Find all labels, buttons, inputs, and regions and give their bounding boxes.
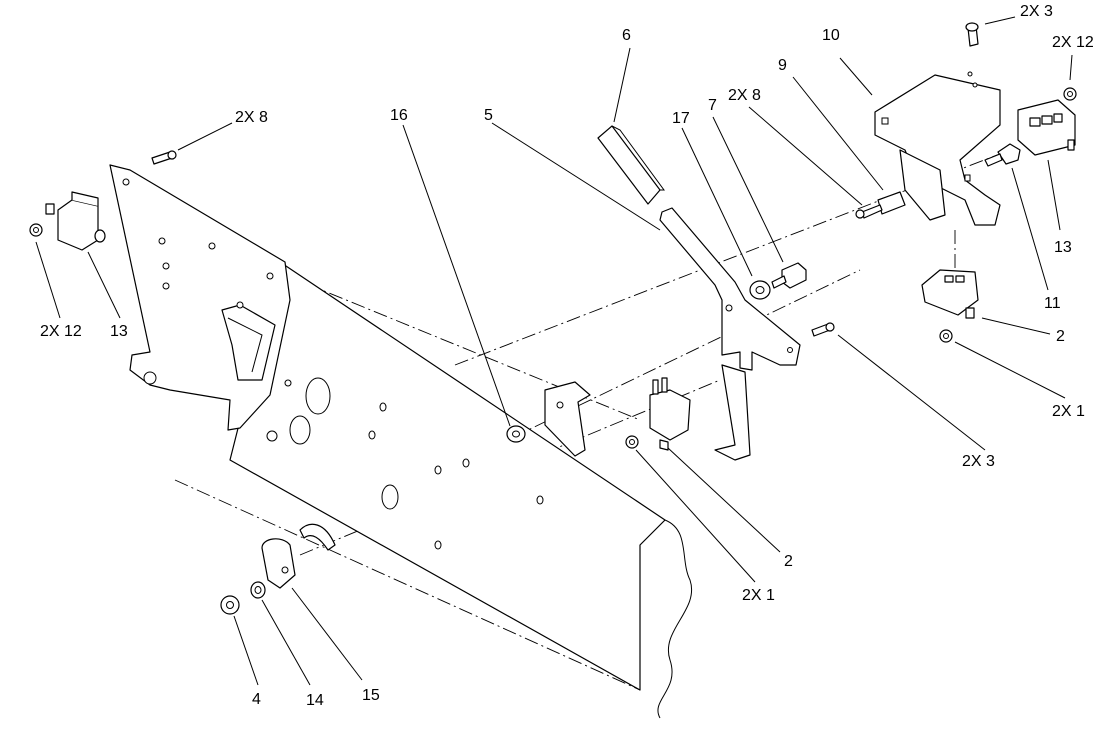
callout-2x12-left: 2X 12 <box>40 323 82 340</box>
callout-11: 11 <box>1044 295 1061 312</box>
nut-4 <box>220 595 240 615</box>
callout-2x3-top: 2X 3 <box>1020 3 1053 20</box>
callout-7: 7 <box>708 97 717 114</box>
left-bracket-plate <box>109 164 292 442</box>
shift-lever <box>659 207 801 461</box>
bolt-7 <box>771 262 807 289</box>
callout-9: 9 <box>778 57 787 74</box>
callout-2x1-middle: 2X 1 <box>742 587 775 604</box>
right-nut-1 <box>939 329 953 343</box>
callout-2x12-top-right: 2X 12 <box>1052 34 1094 51</box>
callout-10: 10 <box>822 27 840 44</box>
middle-nut <box>625 435 639 449</box>
clip-9 <box>855 191 906 219</box>
clamp-15 <box>261 523 336 589</box>
left-switch <box>45 191 106 251</box>
bolt-11 <box>984 143 1021 167</box>
washer-17 <box>749 280 771 300</box>
callout-labels: 6 10 2X 3 2X 12 9 2X 8 7 17 5 16 2X 8 13… <box>40 3 1094 709</box>
middle-switch <box>649 377 691 451</box>
right-switch-13 <box>1017 99 1076 156</box>
callout-16: 16 <box>390 107 408 124</box>
right-switch-2 <box>921 269 979 319</box>
callout-4: 4 <box>252 691 261 708</box>
leader-lines <box>35 16 1073 686</box>
mid-bracket <box>544 381 591 457</box>
nut-16 <box>506 425 526 443</box>
left-nut <box>29 223 43 237</box>
callout-2x8-right: 2X 8 <box>728 87 761 104</box>
grip <box>597 125 665 205</box>
right-nut-12 <box>1063 87 1077 101</box>
callout-6: 6 <box>622 27 631 44</box>
washer-14 <box>250 581 266 599</box>
callout-2x1-right: 2X 1 <box>1052 403 1085 420</box>
lever-screw <box>811 322 835 337</box>
left-screw <box>151 150 177 165</box>
callout-2-right: 2 <box>1056 328 1065 345</box>
callout-17: 17 <box>672 110 690 127</box>
top-screw <box>965 22 979 47</box>
callout-14: 14 <box>306 692 324 709</box>
callout-13-right: 13 <box>1054 239 1072 256</box>
frame-plate <box>229 261 693 719</box>
callout-2x3-right: 2X 3 <box>962 453 995 470</box>
upper-bracket <box>874 71 1001 226</box>
callout-2-middle: 2 <box>784 553 793 570</box>
callout-2x8-left: 2X 8 <box>235 109 268 126</box>
callout-5: 5 <box>484 107 493 124</box>
callout-13-left: 13 <box>110 323 128 340</box>
callout-15: 15 <box>362 687 380 704</box>
